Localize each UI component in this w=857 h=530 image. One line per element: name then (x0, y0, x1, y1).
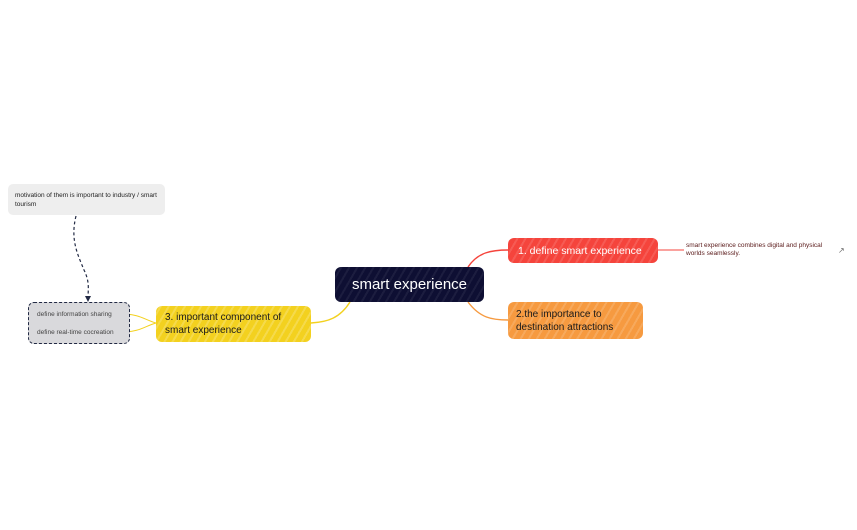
central-topic-label: smart experience (351, 276, 468, 293)
subtopic-information-sharing[interactable]: define information sharing (37, 311, 112, 318)
summary-note-text: motivation of them is important to indus… (15, 191, 157, 208)
connector-central-branch3 (310, 301, 351, 324)
branch-importance-destination[interactable]: 2.the importance to destination attracti… (508, 302, 643, 339)
branch-label: 3. important component of smart experien… (165, 312, 282, 336)
branch-label: 2.the importance to destination attracti… (516, 308, 614, 333)
summary-note[interactable]: motivation of them is important to indus… (8, 184, 165, 215)
subtopic-realtime-cocreation[interactable]: define real-time cocreation (37, 329, 114, 336)
connector-central-branch2 (467, 301, 509, 321)
branch1-detail-text: smart experience combines digital and ph… (686, 242, 823, 257)
branch-label: 1. define smart experience (518, 244, 642, 257)
connector-central-branch1 (467, 249, 509, 268)
branch-define-smart-experience[interactable]: 1. define smart experience (508, 238, 658, 263)
external-link-icon[interactable]: ↗ (838, 246, 845, 255)
arrowhead (85, 296, 91, 302)
branch-important-component[interactable]: 3. important component of smart experien… (156, 306, 311, 342)
summary-group-box[interactable] (28, 302, 130, 344)
note-to-summary-arrow (73, 215, 89, 299)
central-topic[interactable]: smart experience (335, 267, 484, 302)
